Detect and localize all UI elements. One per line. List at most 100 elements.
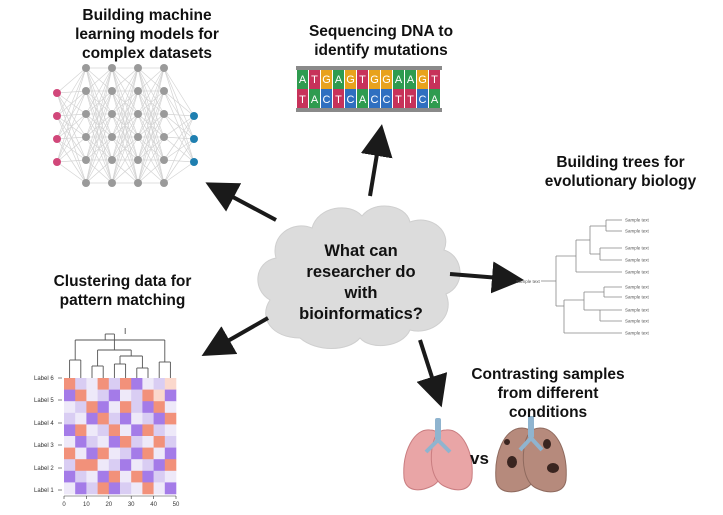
nn-edge xyxy=(111,159,139,184)
dna-base-top xyxy=(309,70,320,89)
dna-letter-top: A xyxy=(335,74,343,86)
nn-node xyxy=(53,135,61,143)
nn-edge xyxy=(85,67,113,92)
heatmap-cell xyxy=(64,447,76,460)
tree-leaf-label: Sample text xyxy=(625,229,650,234)
heatmap-cell xyxy=(142,424,154,437)
dna-base-top xyxy=(381,70,392,89)
nn-edge xyxy=(85,90,113,184)
nn-edge xyxy=(163,67,195,117)
heatmap-cell xyxy=(108,401,121,414)
nn-node xyxy=(82,133,90,141)
nn-node xyxy=(190,135,198,143)
nn-edge xyxy=(56,159,87,163)
nn-edge xyxy=(85,159,113,184)
heatmap-cell xyxy=(120,378,132,390)
nn-edge xyxy=(163,115,195,138)
dna-letter-bottom: C xyxy=(323,94,331,106)
arrow-to-tree xyxy=(449,261,524,294)
heatmap-cell xyxy=(97,436,110,448)
nn-node xyxy=(82,179,90,187)
heatmap-cell xyxy=(153,436,166,448)
heatmap-row-label: Label 6 xyxy=(34,376,54,382)
heatmap-cell xyxy=(164,378,177,390)
nn-edge xyxy=(56,161,87,184)
nn-node xyxy=(82,156,90,164)
nn-node xyxy=(108,156,116,164)
nn-node xyxy=(160,133,168,141)
nn-edge xyxy=(137,67,165,138)
dna-base-bottom xyxy=(333,89,344,108)
clustering-heading-line: Clustering data for xyxy=(53,273,192,290)
nn-node xyxy=(108,110,116,118)
nn-edge xyxy=(111,67,139,161)
dna-base-bottom xyxy=(429,89,440,108)
central-question-line: researcher do xyxy=(306,263,416,281)
samples-heading: Contrasting samples from different condi… xyxy=(460,365,636,422)
heatmap-row-label: Label 3 xyxy=(34,443,54,449)
heatmap-cell xyxy=(153,401,166,414)
heatmap-cell xyxy=(153,447,166,460)
dna-backbone-bottom xyxy=(296,108,442,112)
heatmap-cell xyxy=(164,470,177,483)
nn-node xyxy=(134,87,142,95)
nn-edge xyxy=(163,138,195,184)
dna-letter-top: G xyxy=(322,74,331,86)
heatmap-cell xyxy=(97,389,110,402)
nn-edge xyxy=(111,67,139,92)
tree-leaf-label: Sample text xyxy=(625,319,650,324)
heatmap-x-tick-label: 20 xyxy=(105,502,112,508)
tree-heading-line: Building trees for xyxy=(556,154,685,171)
heatmap-cell xyxy=(153,470,166,483)
heatmap-cell xyxy=(164,401,177,414)
ml-heading-line: Building machine xyxy=(82,7,212,24)
nn-node xyxy=(160,87,168,95)
heatmap-cell xyxy=(75,424,87,437)
tree-leaf-label: Sample text xyxy=(625,308,650,313)
heatmap-cell xyxy=(86,378,98,390)
heatmap-cell xyxy=(142,401,154,414)
heatmap-cell xyxy=(164,424,177,437)
heatmap-cell xyxy=(86,482,98,495)
tree-leaf-label: Sample text xyxy=(625,246,650,251)
nn-edge xyxy=(111,90,139,184)
heatmap-cell xyxy=(153,412,166,425)
heatmap-cell xyxy=(142,482,154,495)
dna-base-bottom xyxy=(345,89,356,108)
dna-letter-bottom: A xyxy=(431,94,439,106)
dna-backbone-top xyxy=(296,66,442,70)
nn-node xyxy=(108,87,116,95)
heatmap-cell xyxy=(120,389,132,402)
nn-node xyxy=(108,64,116,72)
nn-edge xyxy=(111,136,139,184)
heatmap-cell xyxy=(64,470,76,483)
heatmap-cell xyxy=(97,459,110,472)
nn-node xyxy=(160,110,168,118)
nn-edge xyxy=(163,113,195,117)
dna-base-top xyxy=(393,70,404,89)
nn-node xyxy=(160,179,168,187)
nn-edge xyxy=(137,136,165,184)
dna-letter-top: T xyxy=(359,74,366,86)
dna-base-bottom xyxy=(405,89,416,108)
heatmap-cell xyxy=(75,482,87,495)
heatmap-row-label: Label 1 xyxy=(34,488,54,494)
heatmap-cell xyxy=(164,412,177,425)
dna-base-bottom xyxy=(369,89,380,108)
heatmap-cell xyxy=(142,436,154,448)
dna-letter-bottom: C xyxy=(371,94,379,106)
dna-base-top xyxy=(333,70,344,89)
dna-letter-bottom: T xyxy=(335,94,342,106)
heatmap-cell xyxy=(164,436,177,448)
dna-base-top xyxy=(405,70,416,89)
heatmap-cell xyxy=(153,378,166,390)
nn-node xyxy=(82,87,90,95)
dna-base-top xyxy=(357,70,368,89)
nn-node xyxy=(53,89,61,97)
dna-letter-top: A xyxy=(407,74,415,86)
heatmap-cell xyxy=(120,401,132,414)
nn-edge xyxy=(111,67,139,138)
dna-heading-line: Sequencing DNA to xyxy=(308,23,454,40)
